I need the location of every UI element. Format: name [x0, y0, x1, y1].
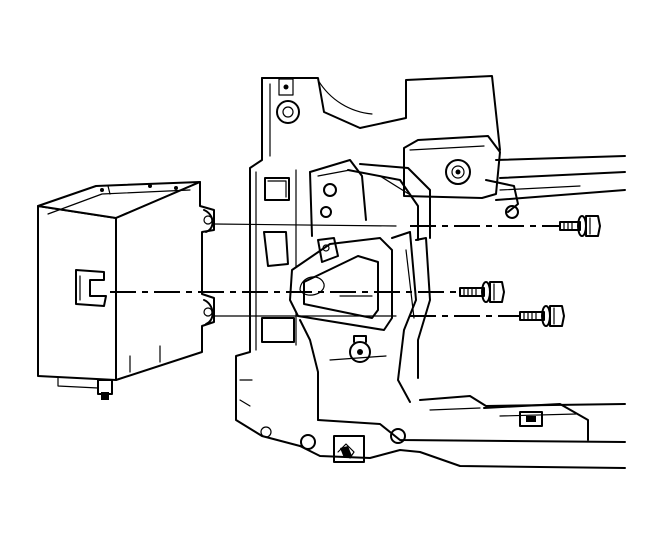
mounting-bracket [289, 237, 393, 331]
vehicle-frame [235, 75, 626, 469]
lower-bolt [519, 305, 565, 327]
alignment-centerlines [110, 223, 560, 317]
control-module [37, 181, 215, 400]
upper-bolt [559, 215, 601, 237]
middle-bolt [459, 281, 505, 303]
